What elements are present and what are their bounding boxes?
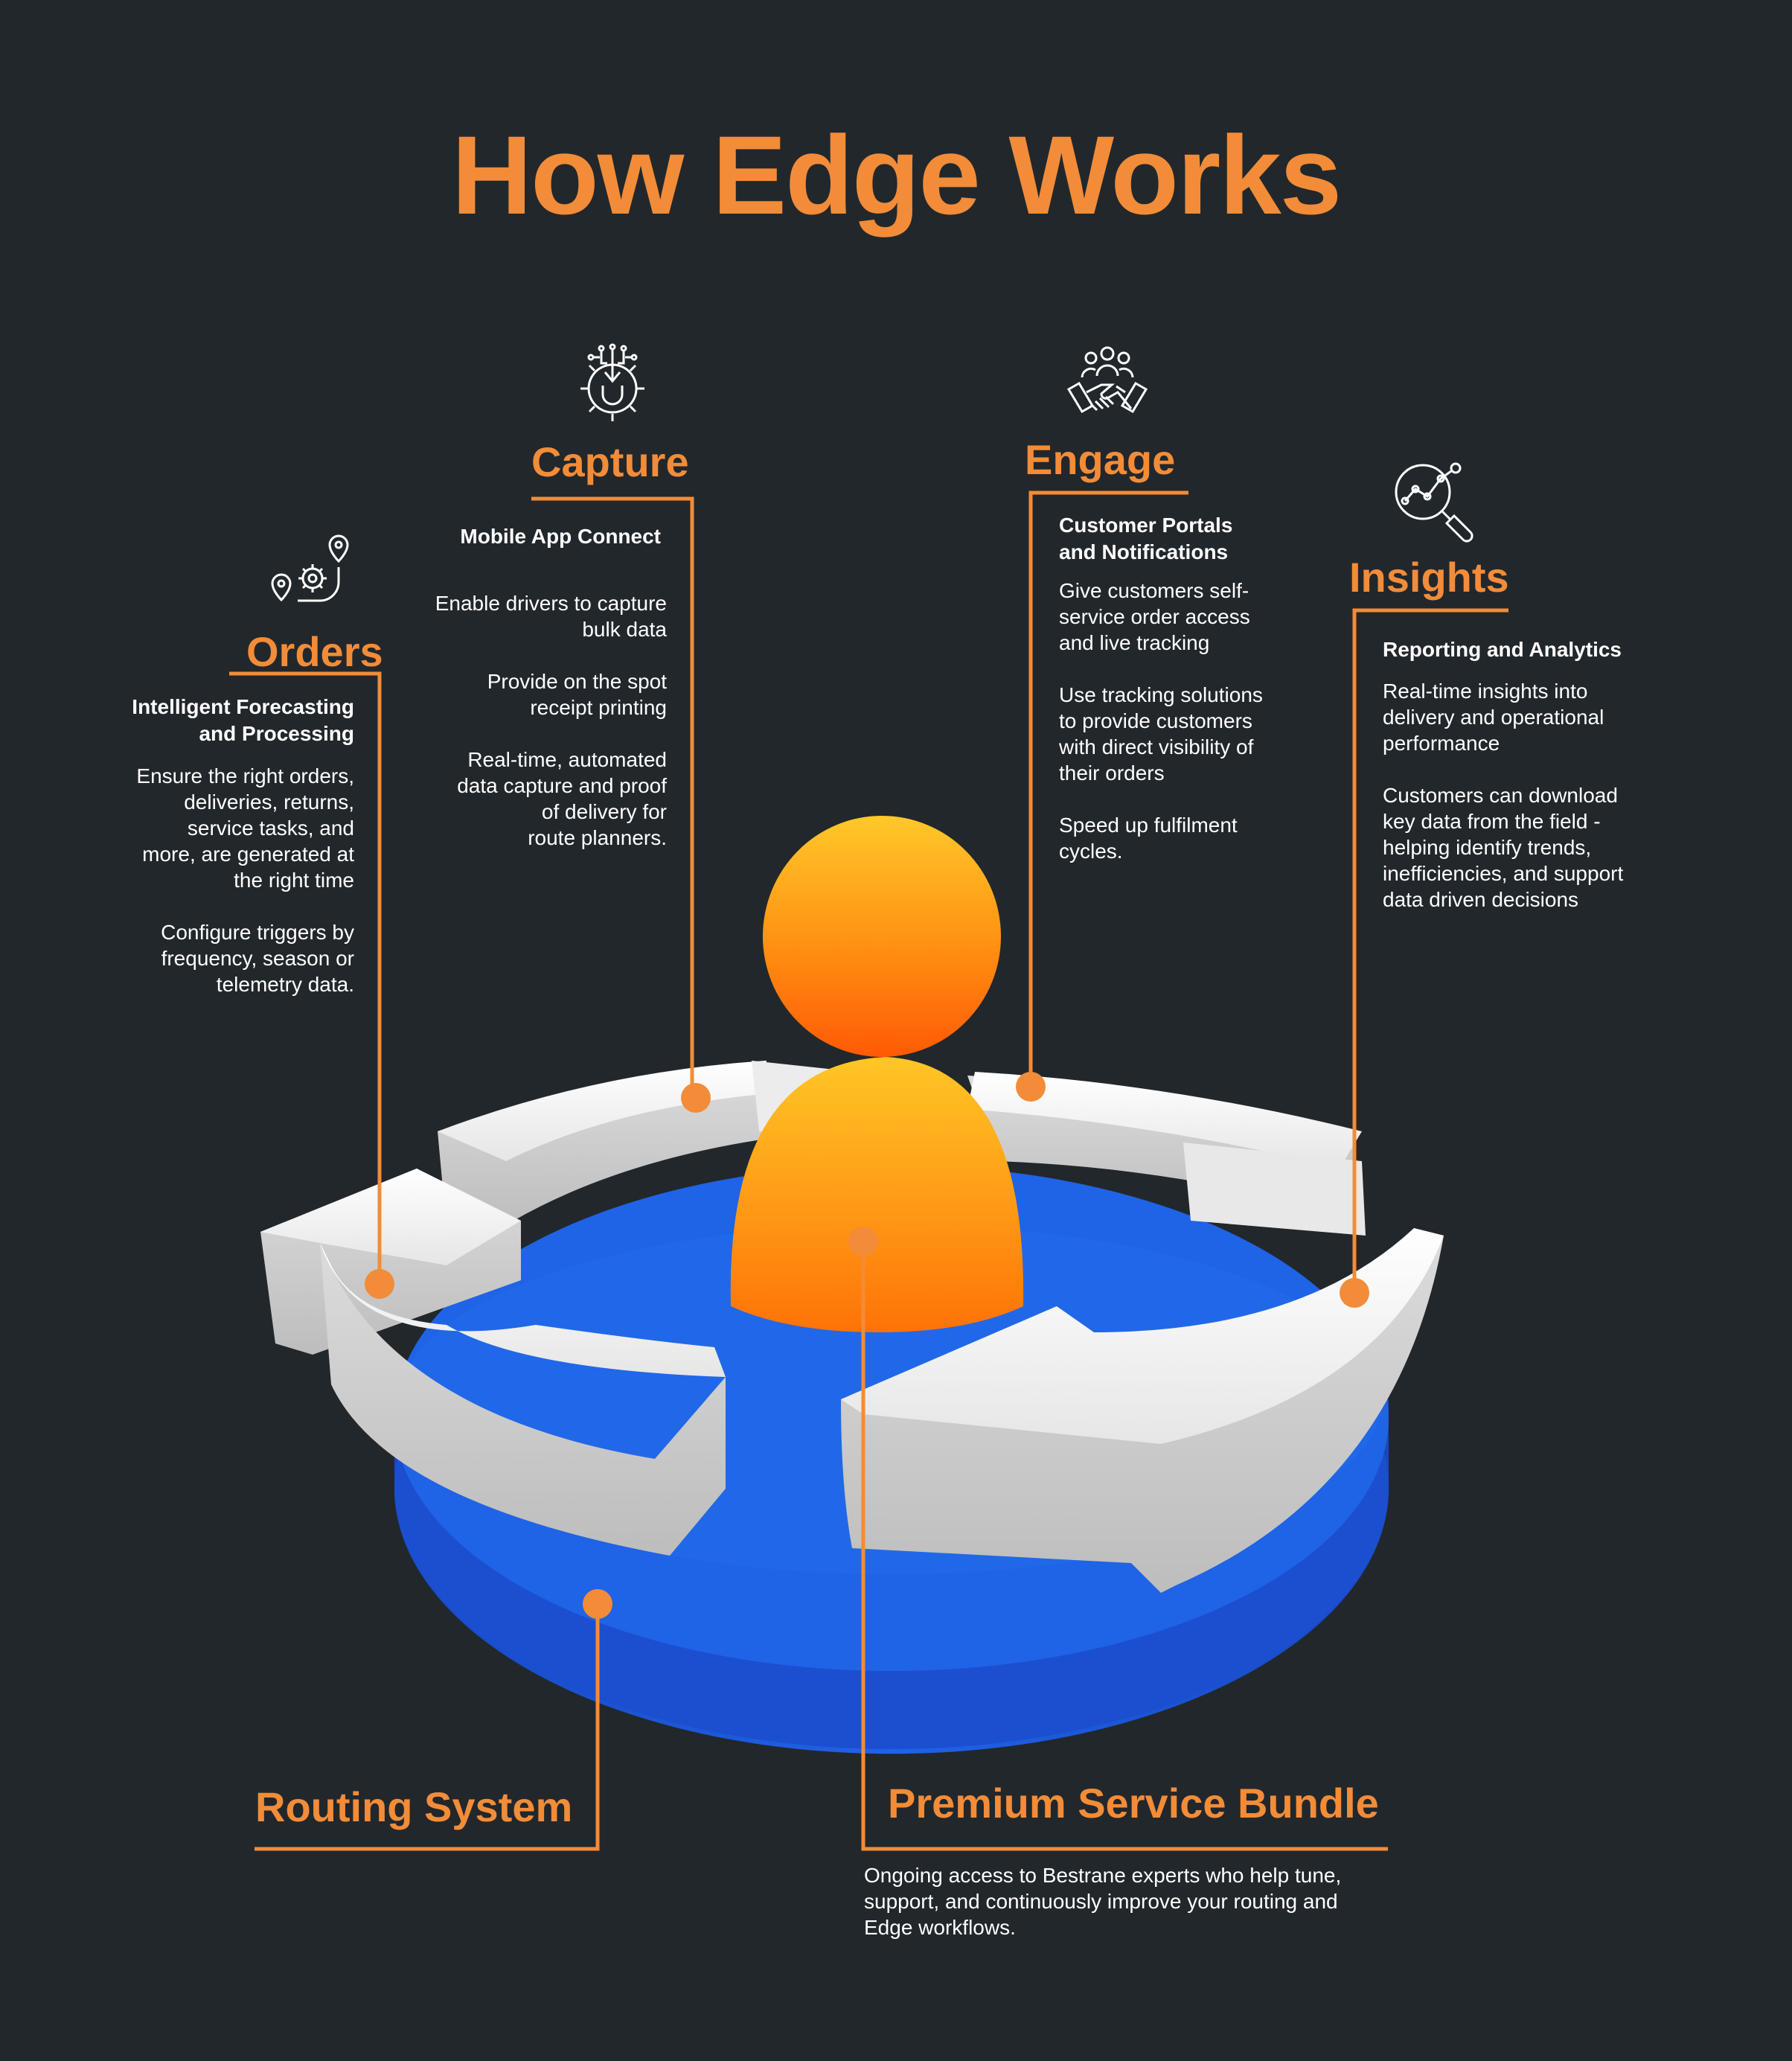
capture-text-line: Provide on the spot [487,670,667,693]
orders-text-line: frequency, season or [161,947,354,970]
capture-description: Enable drivers to capture bulk data Prov… [324,590,667,851]
engage-text-line: to provide customers [1059,709,1252,732]
insights-text-line: delivery and operational [1383,706,1604,729]
engage-description: Give customers self- service order acces… [1059,578,1401,864]
capture-text-line: Enable drivers to capture [435,592,667,615]
premium-description: Ongoing access to Bestrane experts who h… [864,1862,1430,1940]
engage-text-line: and live tracking [1059,631,1210,654]
orders-subheading-line: Intelligent Forecasting [132,695,354,718]
engage-text-line: Speed up fulfilment [1059,814,1238,837]
orders-description: Ensure the right orders, deliveries, ret… [42,763,354,997]
orders-text-line: deliveries, returns, [184,790,354,814]
engage-heading: Engage [1025,436,1176,483]
premium-text-line: support, and continuously improve your r… [864,1890,1338,1913]
engage-text-line: cycles. [1059,840,1123,863]
orders-heading: Orders [246,628,383,675]
insights-text-line: Customers can download [1383,784,1618,807]
orders-text-line: telemetry data. [216,973,354,996]
location-gear-icon [268,530,350,612]
capture-heading: Capture [531,438,689,485]
insights-description: Real-time insights into delivery and ope… [1383,678,1740,913]
engage-subheading-line: Customer Portals [1059,514,1233,537]
engage-text-line: their orders [1059,761,1165,785]
orders-text-line: the right time [234,869,354,892]
premium-heading: Premium Service Bundle [888,1780,1379,1827]
capture-text-line: bulk data [582,618,667,641]
capture-text-line: receipt printing [530,696,667,719]
orders-text-line: service tasks, and [187,817,354,840]
capture-subheading: Mobile App Connect [460,525,661,548]
connector-dots [365,1072,1369,1619]
connector-lines [229,491,1508,1851]
orders-text-line: Ensure the right orders, [136,764,354,787]
capture-text-line: data capture and proof [457,774,667,797]
capture-text-line: route planners. [528,826,667,849]
insights-text-line: performance [1383,732,1500,755]
engage-subheading-line: and Notifications [1059,540,1229,563]
engage-text-line: Give customers self- [1059,579,1249,602]
circuit-gear-icon [573,342,652,426]
front-arrows [260,1169,1444,1593]
orders-text-line: more, are generated at [142,843,354,866]
capture-text-line: of delivery for [541,800,667,823]
handshake-people-icon [1066,345,1149,426]
orders-subheading-line: and Processing [199,722,354,745]
page-title: How Edge Works [451,112,1342,237]
insights-text-line: data driven decisions [1383,888,1579,911]
person-figure [730,816,1024,1332]
insights-text-line: inefficiencies, and support [1383,862,1624,885]
insights-subheading: Reporting and Analytics [1383,638,1622,661]
insights-text-line: Real-time insights into [1383,680,1588,703]
premium-text-line: Ongoing access to Bestrane experts who h… [864,1864,1342,1887]
insights-heading: Insights [1349,554,1509,601]
insights-text-line: helping identify trends, [1383,836,1592,859]
orders-subheading: Intelligent Forecasting and Processing [42,694,354,747]
orders-text-line: Configure triggers by [161,921,354,944]
engage-text-line: with direct visibility of [1059,735,1254,758]
routing-heading: Routing System [255,1783,573,1830]
premium-text-line: Edge workflows. [864,1916,1016,1939]
insights-text-line: key data from the field - [1383,810,1601,833]
engage-text-line: Use tracking solutions [1059,683,1263,706]
analytics-magnifier-icon [1390,459,1473,543]
capture-text-line: Real-time, automated [467,748,667,771]
engage-subheading: Customer Portals and Notifications [1059,512,1394,566]
engage-text-line: service order access [1059,605,1250,628]
